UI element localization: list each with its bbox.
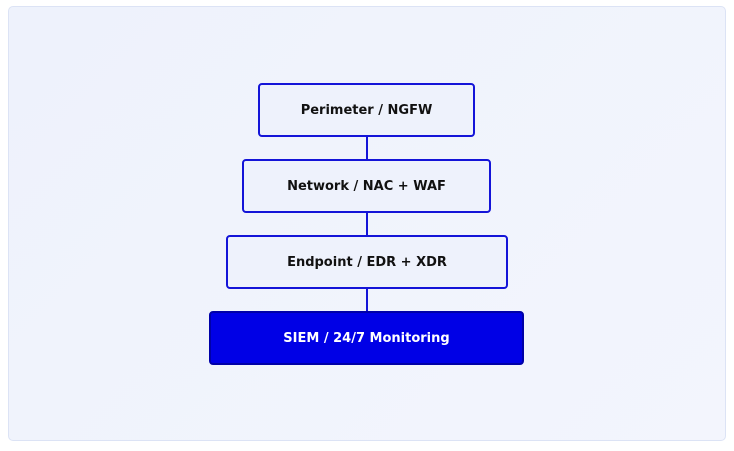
connector-line [366,136,368,160]
layer-label: Network / NAC + WAF [287,178,446,194]
layer-siem: SIEM / 24/7 Monitoring [209,311,524,365]
connector-line [366,288,368,312]
layer-endpoint: Endpoint / EDR + XDR [226,235,508,289]
layer-network: Network / NAC + WAF [242,159,491,213]
layer-perimeter: Perimeter / NGFW [258,83,475,137]
layer-label: Endpoint / EDR + XDR [287,254,447,270]
layer-label: Perimeter / NGFW [300,102,433,118]
connector-line [366,212,368,236]
layer-label: SIEM / 24/7 Monitoring [283,330,450,346]
